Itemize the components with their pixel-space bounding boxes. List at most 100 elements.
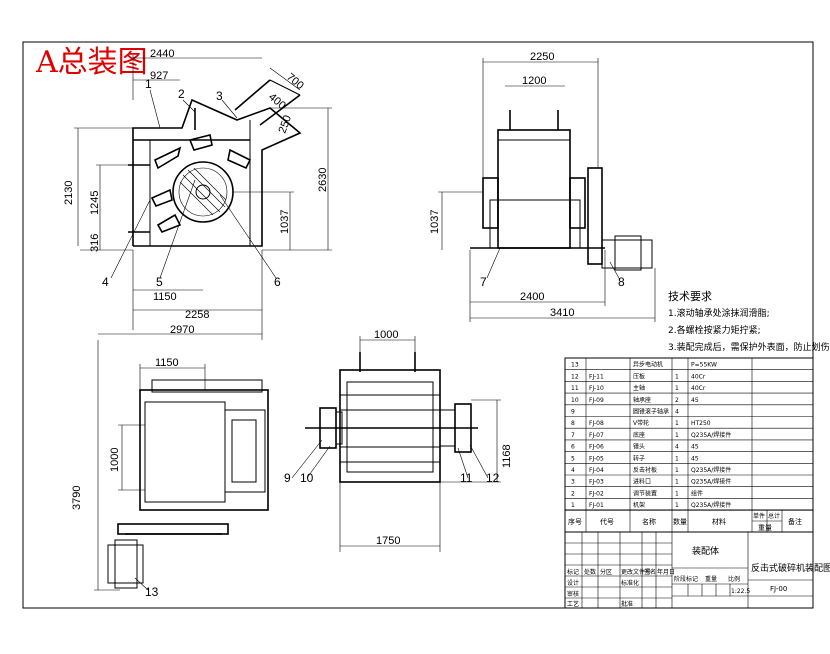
bom-cell-name: 调节装置 [633, 489, 657, 497]
tb-label-review: 审核 [567, 590, 579, 598]
bom-header: 序号 代号 名称 数量 材料 单件 总计 重量 备注 [564, 509, 814, 533]
bom-cell-code: FJ-09 [589, 397, 604, 404]
title-block-scale: 1:22.5 [731, 588, 750, 595]
dim-side-1037: 1037 [429, 210, 441, 234]
bom-hdr-qty: 数量 [673, 517, 687, 526]
bom-cell-no: 2 [571, 490, 575, 497]
bom-cell-code: FJ-08 [589, 420, 604, 427]
bom-hdr-unit: 单件 [753, 512, 765, 520]
tb-label-process: 工艺 [567, 600, 579, 608]
bom-cell-qty: 4 [675, 444, 679, 451]
callout-5: 5 [156, 275, 163, 289]
bom-cell-no: 4 [571, 467, 575, 474]
callout-12: 12 [486, 471, 500, 485]
tb-label-count: 处数 [584, 568, 596, 576]
side-view: 2250 1200 1037 2400 3410 7 8 [429, 51, 656, 322]
drawing-border [22, 41, 814, 609]
tb-label-stage: 阶段标记 [674, 575, 698, 583]
bom-cell-material: HT250 [691, 420, 711, 427]
bom-cell-code: FJ-10 [589, 385, 604, 392]
tb-label-approve: 批准 [621, 600, 633, 608]
front-rotor [172, 161, 234, 223]
bom-cell-qty: 1 [675, 432, 679, 439]
dim-side-2400: 2400 [520, 291, 544, 303]
callout-8: 8 [618, 275, 625, 289]
bom-cell-no: 12 [571, 373, 579, 380]
dim-rotor-1168: 1168 [501, 444, 513, 468]
dim-front-2970: 2970 [170, 324, 194, 336]
dim-plan-1000: 1000 [109, 448, 121, 472]
callout-1: 1 [145, 77, 152, 91]
bom-cell-code: FJ-03 [589, 479, 604, 486]
bom-cell-qty: 1 [675, 502, 679, 509]
bom-hdr-total: 总计 [768, 512, 780, 520]
dim-rotor-1750: 1750 [376, 535, 400, 547]
bom-cell-name: 压板 [633, 372, 645, 380]
dim-front-1150: 1150 [153, 291, 177, 303]
title-block-drawing-no: FJ-00 [770, 585, 787, 593]
bom-cell-no: 13 [571, 362, 579, 369]
bom-cell-qty: 1 [675, 385, 679, 392]
bom-cell-name: 异步电动机 [633, 361, 663, 369]
bom-cell-material: 45 [691, 444, 699, 451]
tb-label-ratio: 比例 [728, 575, 740, 583]
bom-cell-name: 底座 [633, 431, 645, 439]
bom-cell-no: 1 [571, 502, 575, 509]
drawing-title: A总装图 [35, 45, 148, 80]
tb-label-std: 标准化 [621, 579, 639, 587]
technical-requirements: 技术要求 1.滚动轴承处涂抹润滑脂; 2.各螺栓按紧力矩拧紧; 3.装配完成后，… [668, 290, 830, 353]
tech-req-item-3: 3.装配完成后，需保护外表面，防止划伤; [668, 341, 830, 353]
bom-cell-qty: 1 [675, 479, 679, 486]
dim-front-2258: 2258 [185, 309, 209, 321]
bom-hdr-weight: 重量 [758, 524, 772, 532]
tb-label-sign: 签名 [644, 568, 656, 576]
title-block: 装配体 反击式破碎机装配图 FJ-00 1:22.5 标记 处数 分区 更改文件… [564, 531, 830, 609]
callout-4: 4 [102, 275, 109, 289]
bom-cell-no: 8 [571, 420, 575, 427]
bom-cell-material: 40Cr [691, 373, 706, 380]
bom-cell-code: FJ-11 [589, 373, 604, 380]
dim-plan-1150: 1150 [155, 357, 179, 369]
bom-cell-name: V带轮 [633, 419, 649, 427]
bom-hdr-no: 序号 [568, 517, 582, 526]
bom-cell-material: 40Cr [691, 385, 706, 392]
dim-front-upper: 927 [150, 70, 168, 82]
dim-side-2250: 2250 [530, 51, 554, 63]
plan-view: 1150 1000 3790 13 [71, 340, 269, 599]
bom-hdr-code: 代号 [600, 517, 614, 526]
dim-front-2630: 2630 [317, 168, 329, 192]
dim-rotor-1000: 1000 [374, 329, 398, 341]
bom-cell-material: Q235A/焊接件 [691, 478, 731, 486]
rotor-section-view: 1000 1168 1750 9 10 11 12 [284, 329, 513, 552]
bom-cell-no: 3 [571, 479, 575, 486]
callout-10: 10 [300, 471, 314, 485]
callout-7: 7 [480, 275, 487, 289]
bom-cell-name: 反击衬板 [633, 466, 657, 474]
bom-cell-code: FJ-01 [589, 502, 604, 509]
callout-6: 6 [274, 275, 281, 289]
bom-hdr-name: 名称 [642, 517, 656, 526]
tb-label-mark: 标记 [567, 568, 579, 576]
dim-front-top: 2440 [150, 48, 174, 60]
dim-front-316: 316 [89, 234, 101, 252]
front-view: 2440 927 700 400 250 2130 1245 316 1037 … [63, 48, 332, 340]
dim-side-3410: 3410 [550, 307, 574, 319]
dim-side-1200: 1200 [522, 75, 546, 87]
tech-req-item-2: 2.各螺栓按紧力矩拧紧; [668, 324, 761, 336]
bom-cell-name: 轴承座 [633, 396, 651, 404]
callout-2: 2 [178, 87, 185, 101]
dim-front-1037: 1037 [279, 210, 291, 234]
bom-cell-code: FJ-07 [589, 432, 604, 439]
bom-cell-qty: 1 [675, 373, 679, 380]
callout-9: 9 [284, 471, 291, 485]
bom-cell-qty: 1 [675, 490, 679, 497]
bom-cell-qty: 1 [675, 467, 679, 474]
bom-cell-qty: 1 [675, 455, 679, 462]
bom-cell-no: 11 [571, 385, 579, 392]
dim-front-250: 250 [277, 114, 295, 135]
bom-cell-name: 进料口 [633, 478, 651, 486]
title-block-drawing-name: 反击式破碎机装配图 [751, 562, 830, 574]
bom-cell-material: 组件 [691, 489, 703, 497]
bom-cell-no: 5 [571, 455, 575, 462]
